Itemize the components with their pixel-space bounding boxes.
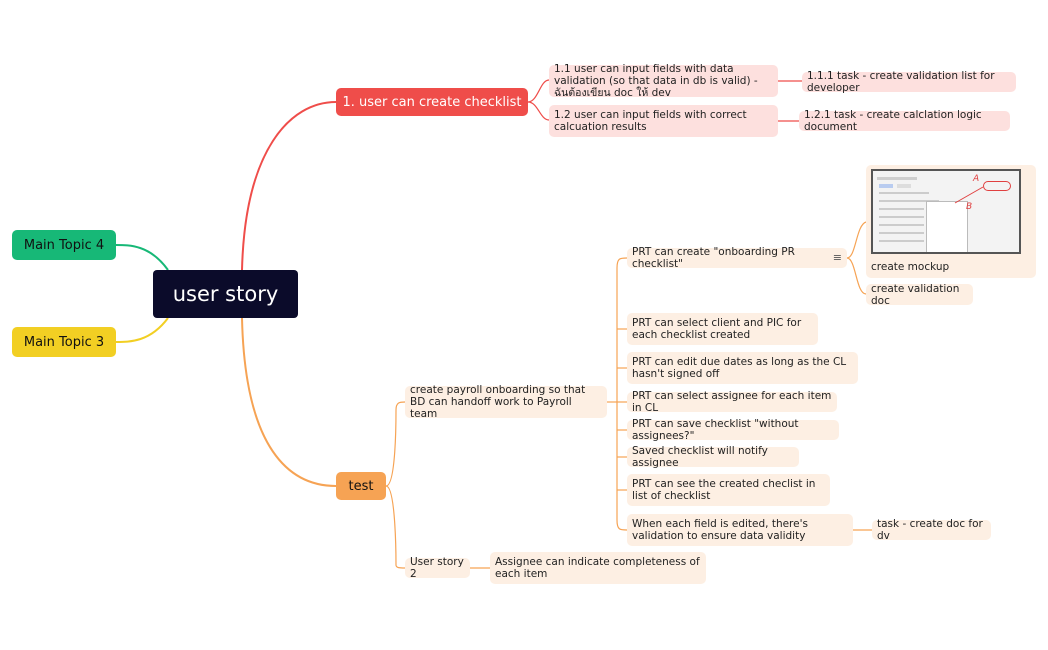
prt-edit-due-item[interactable]: PRT can edit due dates as long as the CL… <box>627 352 858 384</box>
prt-select-client-item[interactable]: PRT can select client and PIC for each c… <box>627 313 818 345</box>
prt-see-created-item[interactable]: PRT can see the created checlist in list… <box>627 474 830 506</box>
prt-onboarding-label: PRT can create "onboarding PR checklist" <box>632 246 795 270</box>
prt-select-assignee-item[interactable]: PRT can select assignee for each item in… <box>627 390 837 414</box>
subtopic-1-1[interactable]: 1.1 user can input fields with data vali… <box>549 63 778 99</box>
central-topic[interactable]: user story <box>153 270 298 318</box>
task-doc-item[interactable]: task - create doc for dv <box>872 518 991 542</box>
assignee-completeness-topic[interactable]: Assignee can indicate completeness of ea… <box>490 552 706 584</box>
prt-validation-item[interactable]: When each field is edited, there's valid… <box>627 514 853 546</box>
mockup-image: A B <box>871 169 1021 254</box>
validation-doc-topic[interactable]: create validation doc <box>866 283 973 307</box>
user-story-2-topic[interactable]: User story 2 <box>405 556 470 580</box>
annotation-b: B <box>966 202 973 212</box>
prt-onboarding-item[interactable]: PRT can create "onboarding PR checklist"… <box>627 246 847 270</box>
notes-icon[interactable]: ≡ <box>832 251 842 264</box>
annotation-a: A <box>973 174 980 184</box>
main-topic-3[interactable]: Main Topic 3 <box>12 327 116 357</box>
subtopic-1-2-1[interactable]: 1.2.1 task - create calclation logic doc… <box>799 109 1010 133</box>
annotation-arrow <box>954 186 984 204</box>
checklist-topic[interactable]: 1. user can create checklist <box>336 88 528 116</box>
payroll-onboarding-topic[interactable]: create payroll onboarding so that BD can… <box>405 384 607 420</box>
main-topic-4[interactable]: Main Topic 4 <box>12 230 116 260</box>
subtopic-1-2[interactable]: 1.2 user can input fields with correct c… <box>549 105 778 137</box>
mockup-label: create mockup <box>871 261 950 273</box>
prt-notify-item[interactable]: Saved checklist will notify assignee <box>627 445 799 469</box>
mockup-topic[interactable]: A B create mockup <box>866 165 1036 278</box>
prt-save-item[interactable]: PRT can save checklist "without assignee… <box>627 418 839 442</box>
subtopic-1-1-1[interactable]: 1.1.1 task - create validation list for … <box>802 70 1016 94</box>
test-topic[interactable]: test <box>336 472 386 500</box>
